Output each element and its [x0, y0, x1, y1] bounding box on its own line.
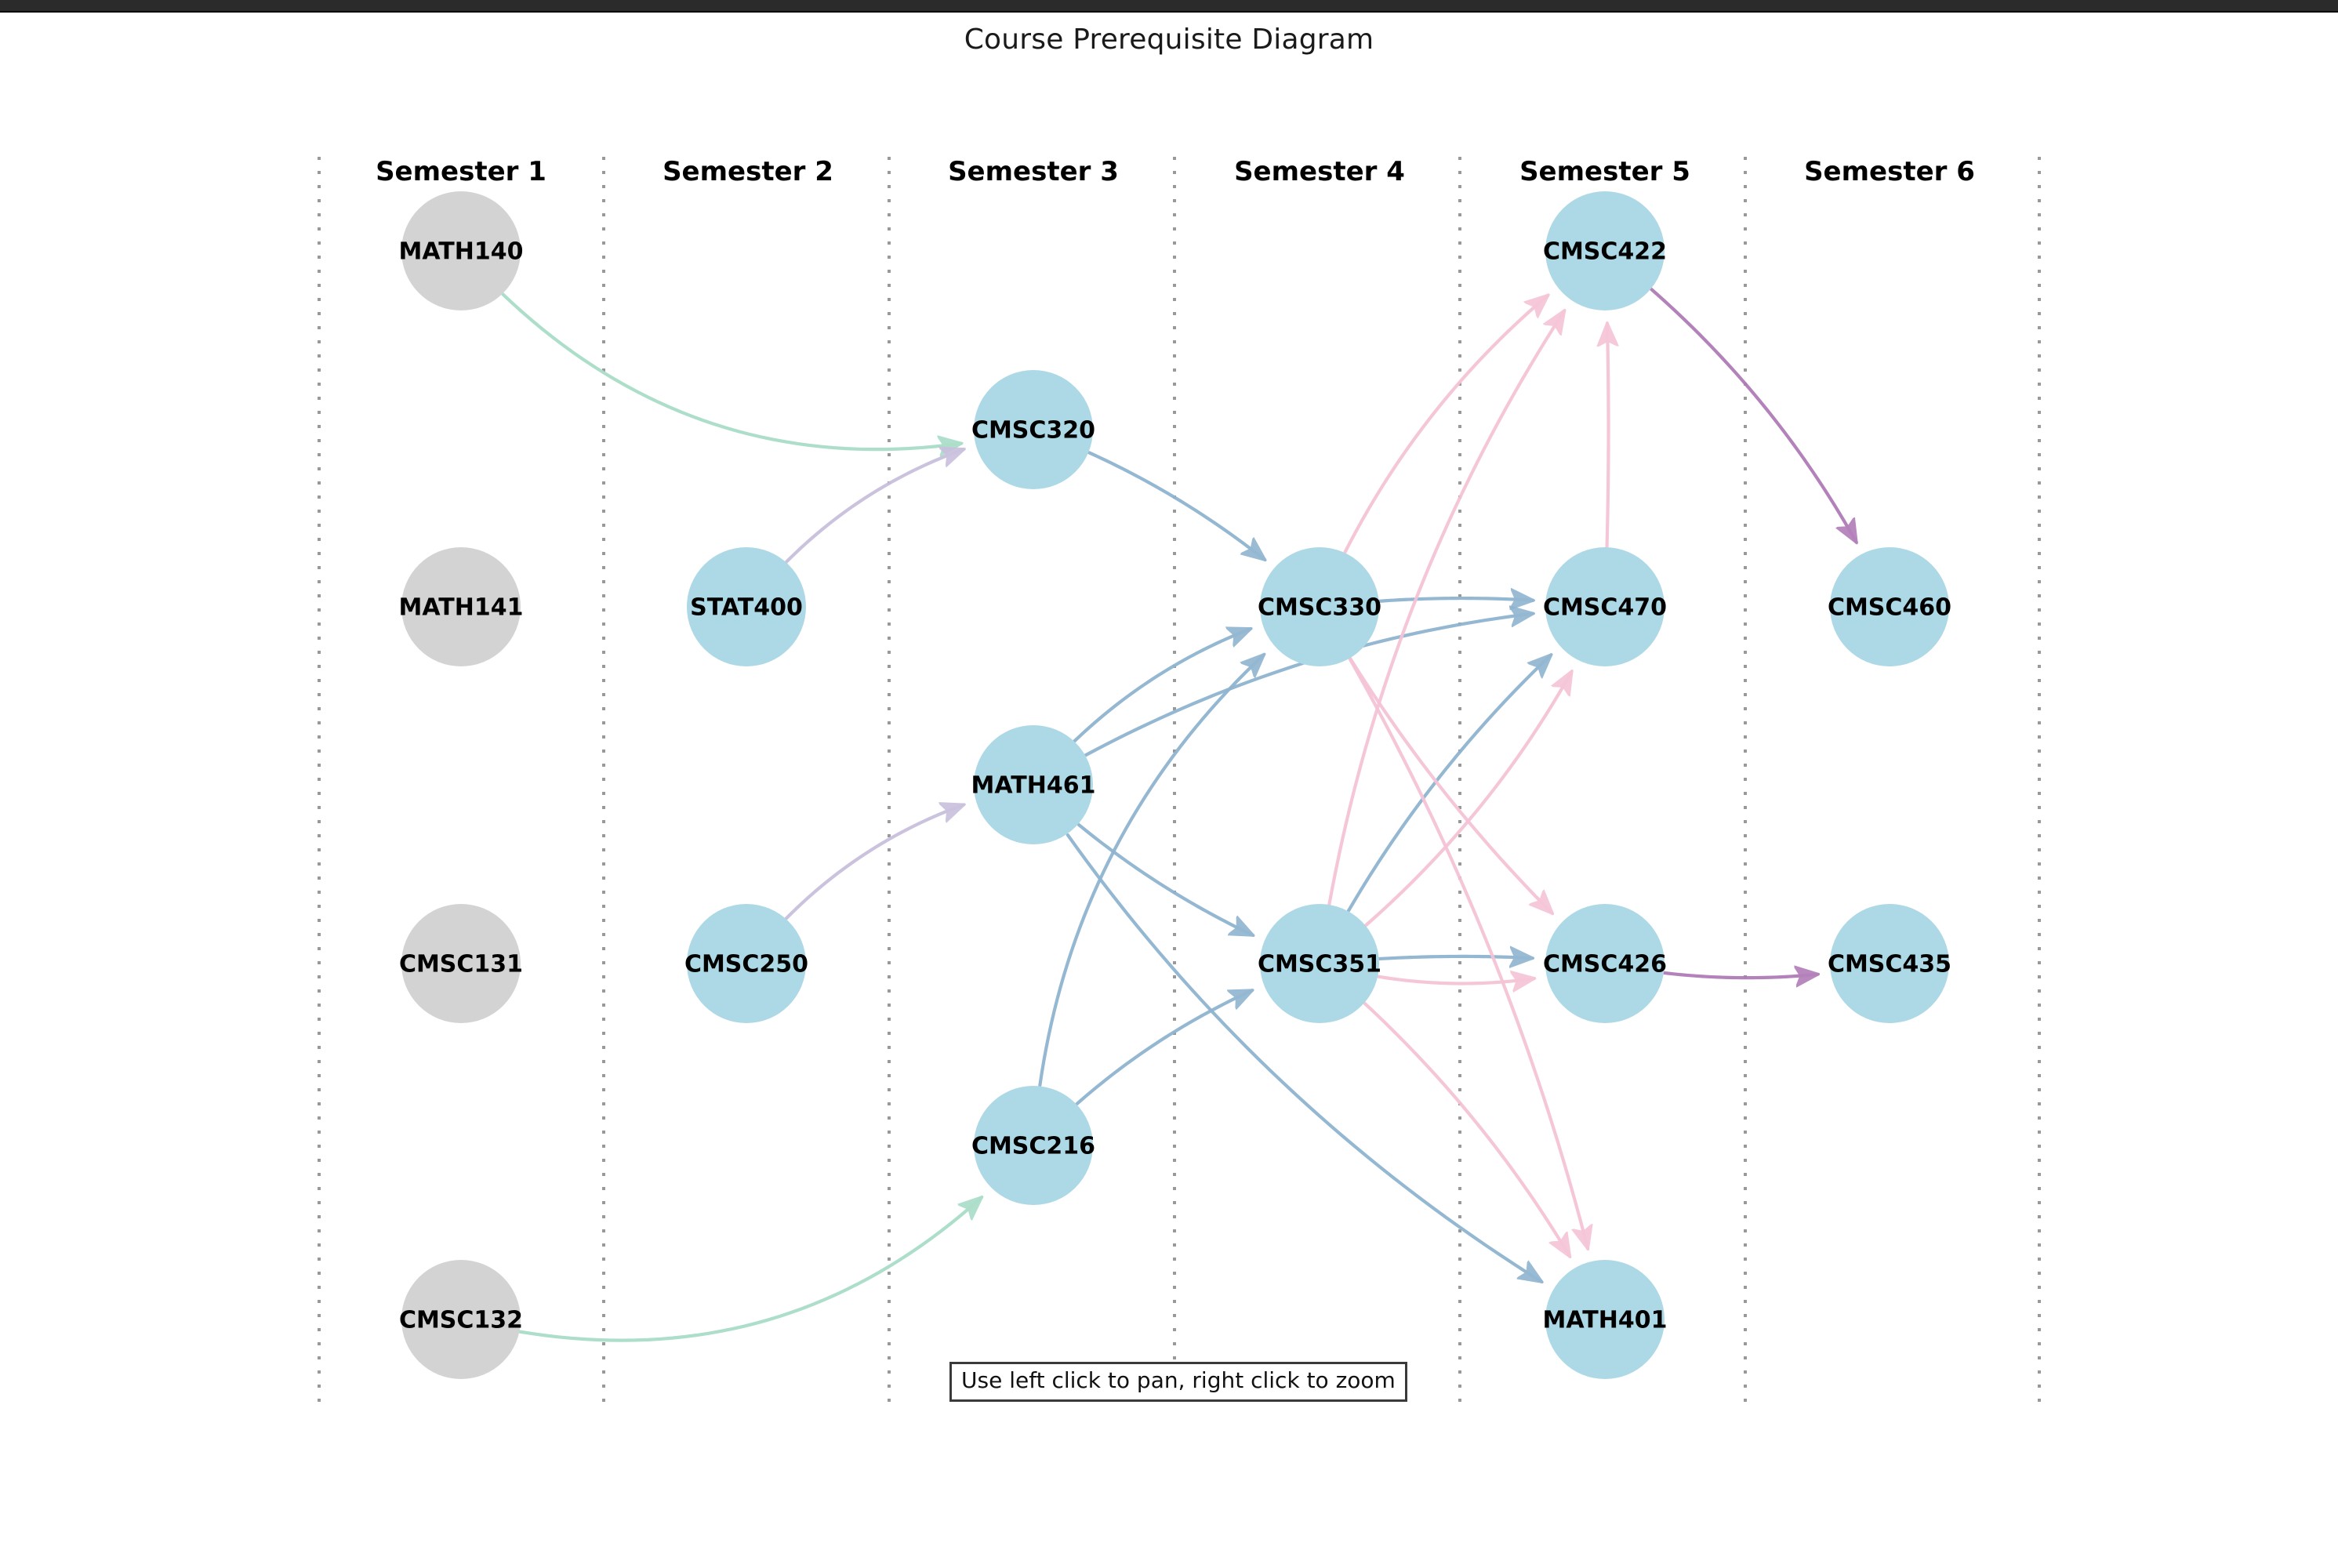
node-circle[interactable] — [401, 191, 521, 310]
lane-dividers — [318, 157, 2041, 1403]
edge-CMSC330-to-CMSC470 — [1377, 598, 1534, 601]
semester-label-6: Semester 6 — [1804, 156, 1975, 187]
node-circle[interactable] — [974, 370, 1093, 489]
node-label: CMSC422 — [1543, 238, 1667, 266]
node-label: MATH401 — [1543, 1307, 1668, 1334]
node-label: MATH140 — [399, 238, 524, 266]
course-node-stat400[interactable]: STAT400 — [687, 547, 806, 666]
node-label: CMSC426 — [1543, 951, 1667, 978]
course-node-cmsc351[interactable]: CMSC351 — [1258, 904, 1381, 1023]
edge-CMSC250-to-MATH461 — [784, 804, 964, 920]
course-node-cmsc422[interactable]: CMSC422 — [1543, 191, 1667, 310]
edge-CMSC216-to-CMSC330 — [1038, 655, 1264, 1087]
semester-label-3: Semester 3 — [948, 156, 1119, 187]
node-label: CMSC320 — [971, 417, 1095, 445]
course-node-math401[interactable]: MATH401 — [1543, 1260, 1668, 1379]
node-label: CMSC216 — [971, 1133, 1095, 1160]
course-node-cmsc470[interactable]: CMSC470 — [1543, 547, 1667, 666]
course-node-math461[interactable]: MATH461 — [971, 725, 1096, 844]
course-node-cmsc320[interactable]: CMSC320 — [971, 370, 1095, 489]
course-node-math141[interactable]: MATH141 — [399, 547, 524, 666]
node-circle[interactable] — [401, 1260, 521, 1379]
edge-MATH461-to-CMSC330 — [1073, 629, 1251, 743]
node-label: CMSC330 — [1258, 594, 1381, 622]
node-label: STAT400 — [690, 594, 803, 622]
node-circle[interactable] — [1545, 191, 1665, 310]
course-node-cmsc460[interactable]: CMSC460 — [1828, 547, 1951, 666]
edge-CMSC216-to-CMSC351 — [1075, 989, 1253, 1106]
course-node-cmsc426[interactable]: CMSC426 — [1543, 904, 1667, 1023]
course-node-math140[interactable]: MATH140 — [399, 191, 524, 310]
edge-CMSC351-to-CMSC426 — [1376, 977, 1534, 984]
node-label: CMSC435 — [1828, 951, 1951, 978]
edge-CMSC351-to-CMSC470 — [1363, 671, 1572, 927]
course-node-cmsc131[interactable]: CMSC131 — [399, 904, 523, 1023]
node-circle[interactable] — [687, 904, 806, 1023]
course-node-cmsc250[interactable]: CMSC250 — [684, 904, 808, 1023]
edge-MATH461-to-CMSC351 — [1076, 822, 1253, 937]
edge-CMSC320-to-CMSC330 — [1087, 451, 1265, 560]
edge-MATH461-to-MATH401 — [1066, 833, 1541, 1282]
semester-label-4: Semester 4 — [1234, 156, 1405, 187]
edge-CMSC132-to-CMSC216 — [517, 1197, 982, 1342]
node-label: CMSC250 — [684, 951, 808, 978]
node-circle[interactable] — [1260, 547, 1379, 666]
edge-MATH140-to-CMSC320 — [501, 292, 961, 449]
edge-CMSC426-to-CMSC435 — [1662, 973, 1818, 978]
node-label: CMSC470 — [1543, 594, 1667, 622]
course-node-cmsc330[interactable]: CMSC330 — [1258, 547, 1381, 666]
node-label: MATH461 — [971, 772, 1096, 800]
semester-labels: Semester 1 Semester 2 Semester 3 Semester 4… — [376, 156, 1975, 187]
edge-STAT400-to-CMSC320 — [784, 449, 964, 564]
window-topbar — [0, 0, 2338, 13]
semester-label-1: Semester 1 — [376, 156, 546, 187]
edge-CMSC351-to-CMSC422 — [1327, 310, 1564, 906]
edge-CMSC330-to-CMSC422 — [1343, 296, 1548, 554]
node-label: CMSC351 — [1258, 951, 1381, 978]
edge-CMSC351-to-MATH401 — [1363, 1001, 1570, 1257]
node-circle[interactable] — [974, 1086, 1093, 1205]
node-label: CMSC131 — [399, 951, 523, 978]
node-label: CMSC460 — [1828, 594, 1951, 622]
course-node-cmsc216[interactable]: CMSC216 — [971, 1086, 1095, 1205]
edge-CMSC351-to-CMSC426 — [1378, 956, 1532, 959]
course-node-cmsc132[interactable]: CMSC132 — [399, 1260, 523, 1379]
semester-label-5: Semester 5 — [1519, 156, 1690, 187]
node-circle[interactable] — [974, 725, 1093, 844]
edge-CMSC422-to-CMSC460 — [1649, 287, 1857, 542]
edge-CMSC330-to-MATH401 — [1348, 657, 1588, 1249]
node-circle[interactable] — [1260, 904, 1379, 1023]
semester-label-2: Semester 2 — [663, 156, 833, 187]
node-circle[interactable] — [687, 547, 806, 666]
node-circle[interactable] — [1830, 547, 1949, 666]
edge-CMSC351-to-CMSC470 — [1346, 655, 1551, 913]
page-title: Course Prerequisite Diagram — [964, 24, 1374, 56]
node-circle[interactable] — [401, 904, 521, 1023]
edge-CMSC470-to-CMSC422 — [1607, 324, 1609, 549]
node-circle[interactable] — [1545, 904, 1665, 1023]
pan-zoom-hint: Use left click to pan, right click to zo… — [949, 1362, 1407, 1402]
node-circle[interactable] — [1545, 1260, 1665, 1379]
course-node-cmsc435[interactable]: CMSC435 — [1828, 904, 1951, 1023]
prerequisite-edges — [501, 287, 1857, 1342]
node-circle[interactable] — [401, 547, 521, 666]
node-label: MATH141 — [399, 594, 524, 622]
node-circle[interactable] — [1830, 904, 1949, 1023]
node-circle[interactable] — [1545, 547, 1665, 666]
node-label: CMSC132 — [399, 1307, 523, 1334]
